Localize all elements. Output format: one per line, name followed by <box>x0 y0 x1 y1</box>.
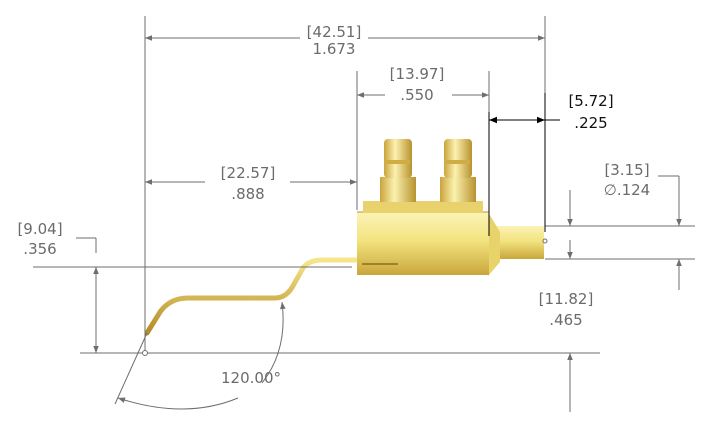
dim-lead-offset-in: .888 <box>231 185 264 203</box>
dimension-labels: [42.51] 1.673 [13.97] .550 [5.72] .225 [… <box>17 23 650 387</box>
dim-outlet-length-mm: [5.72] <box>568 92 613 110</box>
dim-outlet-diameter-mm: [3.15] <box>604 161 649 179</box>
main-body <box>357 212 489 275</box>
lead-wire <box>144 257 361 336</box>
port-left <box>380 139 416 202</box>
base-plate <box>363 201 483 213</box>
dim-lead-drop-in: .356 <box>23 240 56 258</box>
port-right <box>440 139 476 202</box>
body-collar <box>488 212 500 276</box>
connector-component <box>144 139 544 336</box>
dim-body-height-mm: [11.82] <box>539 290 594 308</box>
dim-spacing-in: .550 <box>400 86 433 104</box>
dim-bend-angle: 120.00° <box>221 369 281 387</box>
dim-body-height-in: .465 <box>549 311 582 329</box>
dim-lead-offset-mm: [22.57] <box>221 164 276 182</box>
dim-lead-drop-mm: [9.04] <box>17 220 62 238</box>
dim-outlet-length-in: .225 <box>574 114 607 132</box>
dim-overall-mm: [42.51] <box>307 23 362 41</box>
dim-outlet-diameter-in: ∅.124 <box>604 181 650 199</box>
dimension-arrows <box>76 35 682 412</box>
dim-overall-in: 1.673 <box>313 40 356 58</box>
dim-spacing-mm: [13.97] <box>390 65 445 83</box>
